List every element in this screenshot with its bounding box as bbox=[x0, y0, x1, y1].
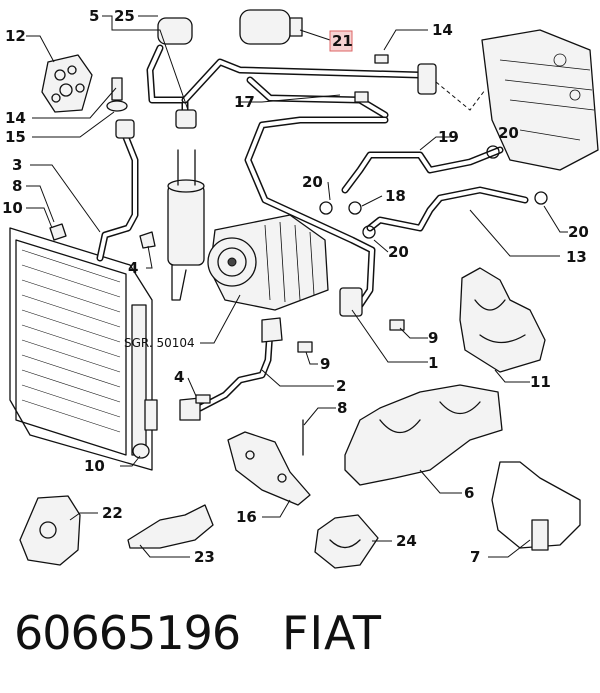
bracket-11-illustration bbox=[459, 267, 546, 373]
callout-14-left: 14 bbox=[5, 109, 26, 127]
callout-4-left: 4 bbox=[128, 259, 138, 277]
leader-lines bbox=[26, 15, 568, 558]
callout-2: 2 bbox=[336, 377, 346, 395]
callout-8-left: 8 bbox=[12, 177, 22, 195]
callout-14-top: 14 bbox=[432, 21, 453, 39]
engine-illustration bbox=[435, 29, 599, 171]
part-number: 60665196 bbox=[14, 606, 241, 660]
callout-labels: 5 25 21 14 12 14 15 17 19 20 3 8 10 4 20… bbox=[2, 7, 589, 566]
reference-label: SGR. 50104 bbox=[124, 336, 195, 350]
callout-20-b: 20 bbox=[302, 173, 323, 191]
pressure-switch-illustration bbox=[157, 9, 303, 45]
callout-20-d: 20 bbox=[568, 223, 589, 241]
callout-10-left: 10 bbox=[2, 199, 23, 217]
compressor-illustration bbox=[207, 214, 329, 311]
callout-18: 18 bbox=[385, 187, 406, 205]
callout-19: 19 bbox=[438, 128, 459, 146]
bracket-23-illustration bbox=[127, 504, 214, 549]
gasket-set-illustration bbox=[41, 54, 93, 113]
callout-13: 13 bbox=[566, 248, 587, 266]
pipe-2-illustration bbox=[179, 317, 283, 421]
callout-21[interactable]: 21 bbox=[332, 32, 353, 50]
callout-16: 16 bbox=[236, 508, 257, 526]
parts-diagram: 5 25 21 14 12 14 15 17 19 20 3 8 10 4 20… bbox=[2, 7, 599, 569]
right-hose-illustration bbox=[341, 146, 529, 232]
footer: 60665196 FIAT bbox=[14, 606, 594, 676]
bracket-22-illustration bbox=[19, 495, 81, 566]
bracket-16-illustration bbox=[227, 431, 311, 506]
receiver-drier-illustration bbox=[167, 149, 205, 301]
upper-hose-illustration bbox=[146, 44, 437, 129]
callout-7: 7 bbox=[470, 548, 480, 566]
callout-20-a: 20 bbox=[498, 124, 519, 142]
bracket-24-illustration bbox=[314, 514, 379, 569]
callout-23: 23 bbox=[194, 548, 215, 566]
brand-name: FIAT bbox=[282, 606, 383, 660]
callout-15: 15 bbox=[5, 128, 26, 146]
callout-8-mid: 8 bbox=[337, 399, 347, 417]
clamp-7-illustration bbox=[491, 461, 581, 551]
callout-1: 1 bbox=[428, 354, 438, 372]
callout-9-mid: 9 bbox=[320, 355, 330, 373]
condenser-illustration bbox=[9, 227, 158, 471]
callout-25: 25 bbox=[114, 7, 135, 25]
left-pipe-illustration bbox=[96, 119, 139, 262]
callout-4-mid: 4 bbox=[174, 368, 184, 386]
callout-9-right: 9 bbox=[428, 329, 438, 347]
callout-3: 3 bbox=[12, 156, 22, 174]
callout-11: 11 bbox=[530, 373, 551, 391]
highlight-box bbox=[329, 30, 353, 52]
callout-24: 24 bbox=[396, 532, 417, 550]
callout-5: 5 bbox=[89, 7, 99, 25]
callout-17: 17 bbox=[234, 93, 255, 111]
callout-12: 12 bbox=[5, 27, 26, 45]
main-hose-illustration bbox=[244, 116, 389, 317]
callout-6: 6 bbox=[464, 484, 474, 502]
callout-20-c: 20 bbox=[388, 243, 409, 261]
callout-22: 22 bbox=[102, 504, 123, 522]
callout-10-bottom: 10 bbox=[84, 457, 105, 475]
fasteners-illustration bbox=[49, 54, 548, 459]
bracket-6-illustration bbox=[344, 384, 503, 486]
